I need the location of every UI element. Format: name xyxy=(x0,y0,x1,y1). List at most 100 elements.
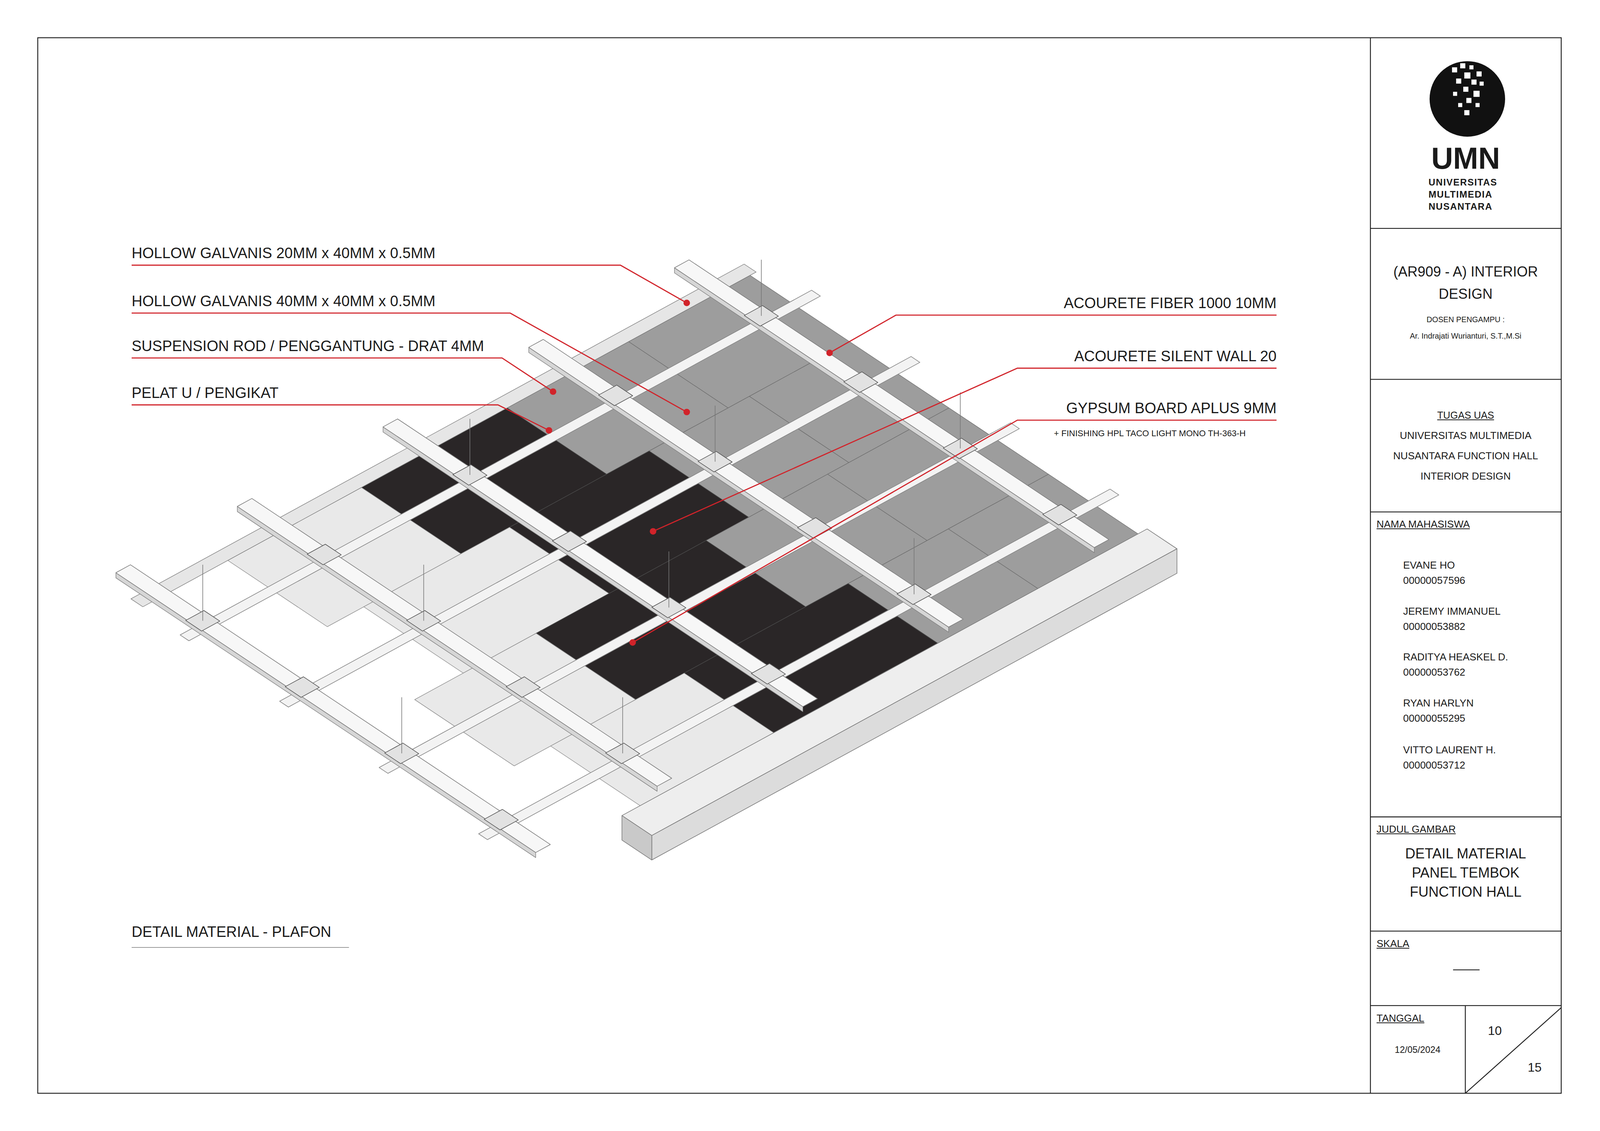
student-id: 00000055295 xyxy=(1403,712,1466,725)
callout-label: ACOURETE SILENT WALL 20 xyxy=(1074,348,1277,365)
leader-line xyxy=(653,368,1277,532)
hollow-main-rail xyxy=(116,564,551,853)
callout-label: GYPSUM BOARD APLUS 9MM xyxy=(1066,400,1277,417)
u-clip xyxy=(506,676,541,698)
leader-dot xyxy=(549,388,557,395)
student-name: RYAN HARLYN xyxy=(1403,697,1474,709)
callout-label: SUSPENSION ROD / PENGGANTUNG - DRAT 4MM xyxy=(131,337,484,355)
logo-square xyxy=(1473,90,1480,97)
u-clip xyxy=(843,371,878,393)
title-block-divider xyxy=(1369,37,1371,1094)
sheet-frame xyxy=(37,37,1562,1094)
leader-dot xyxy=(683,408,691,416)
cell-text: UNIVERSITAS MULTIMEDIA NUSANTARA FUNCTIO… xyxy=(1379,425,1552,487)
callout-label: PELAT U / PENGIKAT xyxy=(131,384,279,402)
logo-circle xyxy=(1429,61,1506,137)
hollow-rail xyxy=(478,489,1119,840)
cell-text: DOSEN PENGAMPU : xyxy=(1370,314,1561,325)
lecturer-name: Ar. Indrajati Wurianturi, S.T.,M.Si xyxy=(1370,330,1561,342)
cell-heading: SKALA xyxy=(1376,937,1410,950)
scale-cell: SKALA xyxy=(1370,931,1561,1006)
logo-square xyxy=(1464,72,1471,79)
drawing-title: DETAIL MATERIAL PANEL TEMBOK FUNCTION HA… xyxy=(1387,844,1544,902)
wall-beam-top xyxy=(621,528,1177,836)
u-clip xyxy=(1042,504,1077,526)
assignment-cell: TUGAS UAS UNIVERSITAS MULTIMEDIA NUSANTAR… xyxy=(1370,379,1561,513)
students-cell: NAMA MAHASISWAEVANE HO00000057596JEREMY … xyxy=(1370,512,1561,817)
student-id: 00000053762 xyxy=(1403,666,1466,679)
wall-beam-end xyxy=(621,815,652,861)
drawing-title-cell: JUDUL GAMBAR DETAIL MATERIAL PANEL TEMBOK… xyxy=(1370,816,1561,932)
logo-wordmark: UMN xyxy=(1370,141,1561,175)
cell-heading: TUGAS UAS xyxy=(1370,408,1561,422)
callout-label: + FINISHING HPL TACO LIGHT MONO TH-363-H xyxy=(1053,428,1246,439)
title-block-rule xyxy=(1370,511,1561,513)
suspension-rod xyxy=(423,564,425,622)
cell-heading: JUDUL GAMBAR xyxy=(1376,823,1456,836)
hollow-main-side xyxy=(237,506,658,792)
leader-dot xyxy=(826,349,833,357)
title-block-rule xyxy=(1370,816,1561,818)
course-title: (AR909 - A) INTERIOR DESIGN xyxy=(1387,260,1544,306)
sheet-number-cell: 1015 xyxy=(1464,1005,1561,1094)
logo-square xyxy=(1453,91,1458,96)
student-name: RADITYA HEASKEL D. xyxy=(1403,651,1509,663)
suspension-rod xyxy=(469,418,471,475)
leader-line xyxy=(131,405,549,431)
student-id: 00000053712 xyxy=(1403,759,1466,772)
title-block-rule xyxy=(1370,930,1561,932)
leader-dot xyxy=(629,639,636,647)
date-cell: TANGGAL 12/05/2024 xyxy=(1370,1005,1465,1094)
logo-cell: UMNUNIVERSITAS MULTIMEDIA NUSANTARA xyxy=(1370,37,1561,229)
student-name: JEREMY IMMANUEL xyxy=(1403,605,1501,618)
university-logo xyxy=(1429,61,1506,137)
cell-heading: NAMA MAHASISWA xyxy=(1376,517,1470,531)
drawing-caption: DETAIL MATERIAL - PLAFON xyxy=(131,923,332,941)
title-block-rule xyxy=(1370,1005,1561,1007)
scale-dash xyxy=(1453,969,1480,971)
logo-square xyxy=(1471,79,1477,85)
leader-dots xyxy=(545,299,833,646)
u-clip xyxy=(483,809,518,831)
suspension-rod xyxy=(401,697,403,754)
u-clip xyxy=(307,544,342,565)
leader-dot xyxy=(649,528,657,535)
hollow-main-rail xyxy=(237,498,672,787)
logo-square xyxy=(1475,103,1480,108)
logo-square xyxy=(1463,86,1469,92)
cell-heading: TANGGAL xyxy=(1376,1012,1425,1025)
callout-label: HOLLOW GALVANIS 20MM x 40MM x 0.5MM xyxy=(131,244,436,262)
u-clip xyxy=(552,531,587,552)
sheet-number: 10 xyxy=(1487,1023,1502,1039)
callout-label: ACOURETE FIBER 1000 10MM xyxy=(1063,294,1277,312)
logo-square xyxy=(1456,78,1462,84)
logo-square xyxy=(1479,81,1484,86)
hollow-main-side xyxy=(116,573,536,858)
suspension-rod xyxy=(622,697,624,754)
hollow-main-side xyxy=(674,267,1095,553)
leader-lines xyxy=(131,265,1277,643)
student-id: 00000053882 xyxy=(1403,620,1466,633)
student-id: 00000057596 xyxy=(1403,574,1466,587)
title-block-rule xyxy=(1370,228,1561,229)
hollow-main-side xyxy=(528,347,949,633)
logo-square xyxy=(1469,65,1474,70)
leader-dot xyxy=(545,427,553,434)
logo-square xyxy=(1476,71,1482,77)
suspension-rod xyxy=(668,551,670,608)
u-clip xyxy=(285,676,320,698)
sheet-number-diagonal xyxy=(1465,1007,1562,1094)
u-clip xyxy=(751,663,786,685)
logo-subtitle: UNIVERSITAS MULTIMEDIA NUSANTARA xyxy=(1428,176,1511,213)
callout-label: HOLLOW GALVANIS 40MM x 40MM x 0.5MM xyxy=(131,292,436,310)
logo-square xyxy=(1464,110,1470,116)
suspension-rod xyxy=(960,392,961,449)
logo-square xyxy=(1458,103,1463,108)
hollow-main-rail xyxy=(528,339,964,628)
ceiling-illustration xyxy=(116,259,1177,861)
date-text: 12/05/2024 xyxy=(1370,1044,1465,1056)
leader-dot xyxy=(683,299,691,307)
course-cell: (AR909 - A) INTERIOR DESIGN DOSEN PENGAMP… xyxy=(1370,228,1561,380)
